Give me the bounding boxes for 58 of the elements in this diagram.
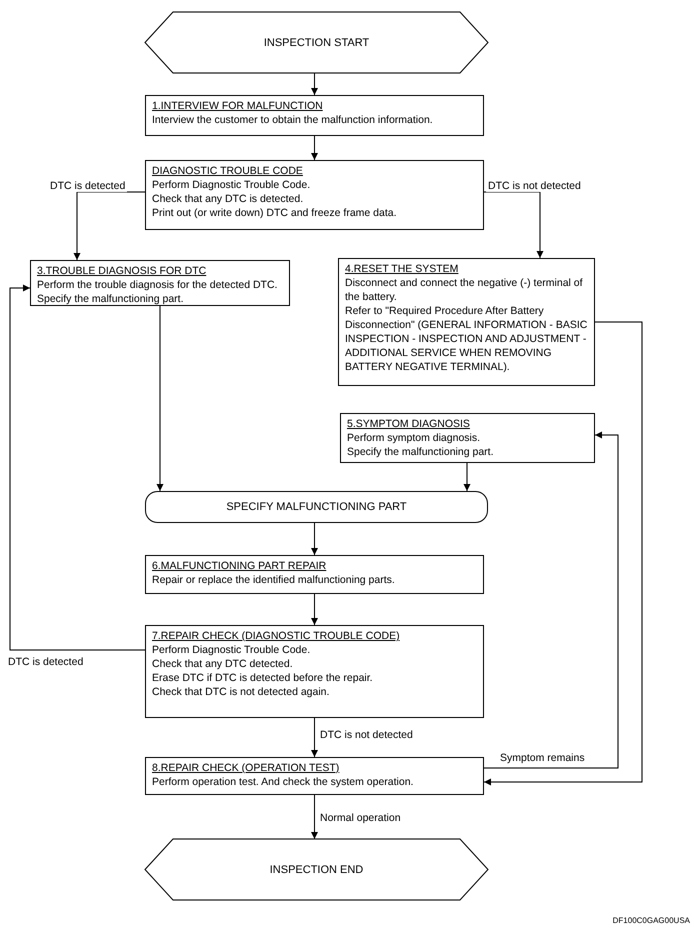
arrow [311, 794, 318, 840]
edge-label: Symptom remains [498, 752, 587, 764]
step-heading: 4.RESET THE SYSTEM [345, 262, 460, 276]
process-box [30, 260, 290, 306]
step-text: Refer to "Required Procedure After Battery Disconnection" (GENERAL INFORMATION - BASIC INSPECTION - INSPECTION AND ADJUSTMENT - ADDITIONAL SERVICE WHEN REMOVING BATTERY NEGATIVE TERMINAL). [345, 304, 588, 374]
step-text: Check that DTC is not detected again. [152, 685, 330, 699]
process-box [145, 757, 484, 795]
arrow [311, 718, 318, 758]
edge-label: Normal operation [318, 812, 403, 824]
arrow [484, 432, 618, 768]
arrow [311, 72, 318, 96]
arrow [74, 192, 146, 260]
step-text: Print out (or write down) DTC and freeze frame data. [152, 206, 398, 220]
process-box [145, 95, 484, 136]
step-heading: 3.TROUBLE DIAGNOSIS FOR DTC [37, 264, 208, 278]
arrow [484, 322, 642, 786]
edge-label: DTC is not detected [318, 729, 415, 741]
step-heading: 7.REPAIR CHECK (DIAGNOSTIC TROUBLE CODE) [152, 629, 401, 643]
terminal-label: SPECIFY MALFUNCTIONING PART [226, 501, 407, 513]
step-text: Repair or replace the identified malfunctioning parts. [152, 573, 396, 587]
step-text: Erase DTC if DTC is detected before the repair. [152, 671, 374, 685]
arrow [311, 522, 318, 556]
process-box [145, 160, 484, 230]
arrow [484, 192, 544, 258]
edge-label: DTC is not detected [486, 180, 583, 192]
arrow [311, 594, 318, 626]
step-text: Perform Diagnostic Trouble Code. [152, 643, 312, 657]
step-heading: 6.MALFUNCTIONING PART REPAIR [152, 559, 328, 573]
step-text: Perform Diagnostic Trouble Code. [152, 178, 312, 192]
step-text: Specify the malfunctioning part. [347, 445, 494, 459]
step-text: Check that any DTC detected. [152, 657, 294, 671]
terminal-label: INSPECTION END [270, 864, 364, 876]
edge-label: DTC is detected [6, 656, 86, 668]
step-text: Perform operation test. And check the system operation. [152, 775, 414, 789]
step-heading: 5.SYMPTOM DIAGNOSIS [347, 417, 471, 431]
terminal-label: INSPECTION START [264, 36, 370, 48]
step-text: Perform symptom diagnosis. [347, 431, 482, 445]
step-text: Check that any DTC is detected. [152, 192, 304, 206]
terminal-hexagon [145, 839, 488, 900]
arrow [464, 462, 470, 492]
arrow [156, 306, 164, 492]
step-text: Specify the malfunctioning part. [37, 292, 184, 306]
process-box [340, 413, 595, 463]
step-heading: DIAGNOSTIC TROUBLE CODE [152, 164, 304, 178]
process-box [145, 555, 484, 594]
arrow [311, 136, 318, 160]
rounded-band [145, 491, 488, 523]
edge-label: DTC is detected [48, 180, 128, 192]
arrow [10, 284, 146, 650]
figure-code: DF100C0GAG00USA [612, 916, 690, 925]
step-text: Perform the trouble diagnosis for the detected DTC. [37, 278, 278, 292]
step-text: Disconnect and connect the negative (-) terminal of the battery. [345, 276, 584, 304]
step-heading: 1.INTERVIEW FOR MALFUNCTION [152, 99, 324, 113]
process-box [338, 258, 595, 386]
step-heading: 8.REPAIR CHECK (OPERATION TEST) [152, 761, 340, 775]
terminal-hexagon [145, 12, 488, 73]
step-text: Interview the customer to obtain the malfunction information. [152, 113, 434, 127]
process-box [145, 625, 484, 718]
